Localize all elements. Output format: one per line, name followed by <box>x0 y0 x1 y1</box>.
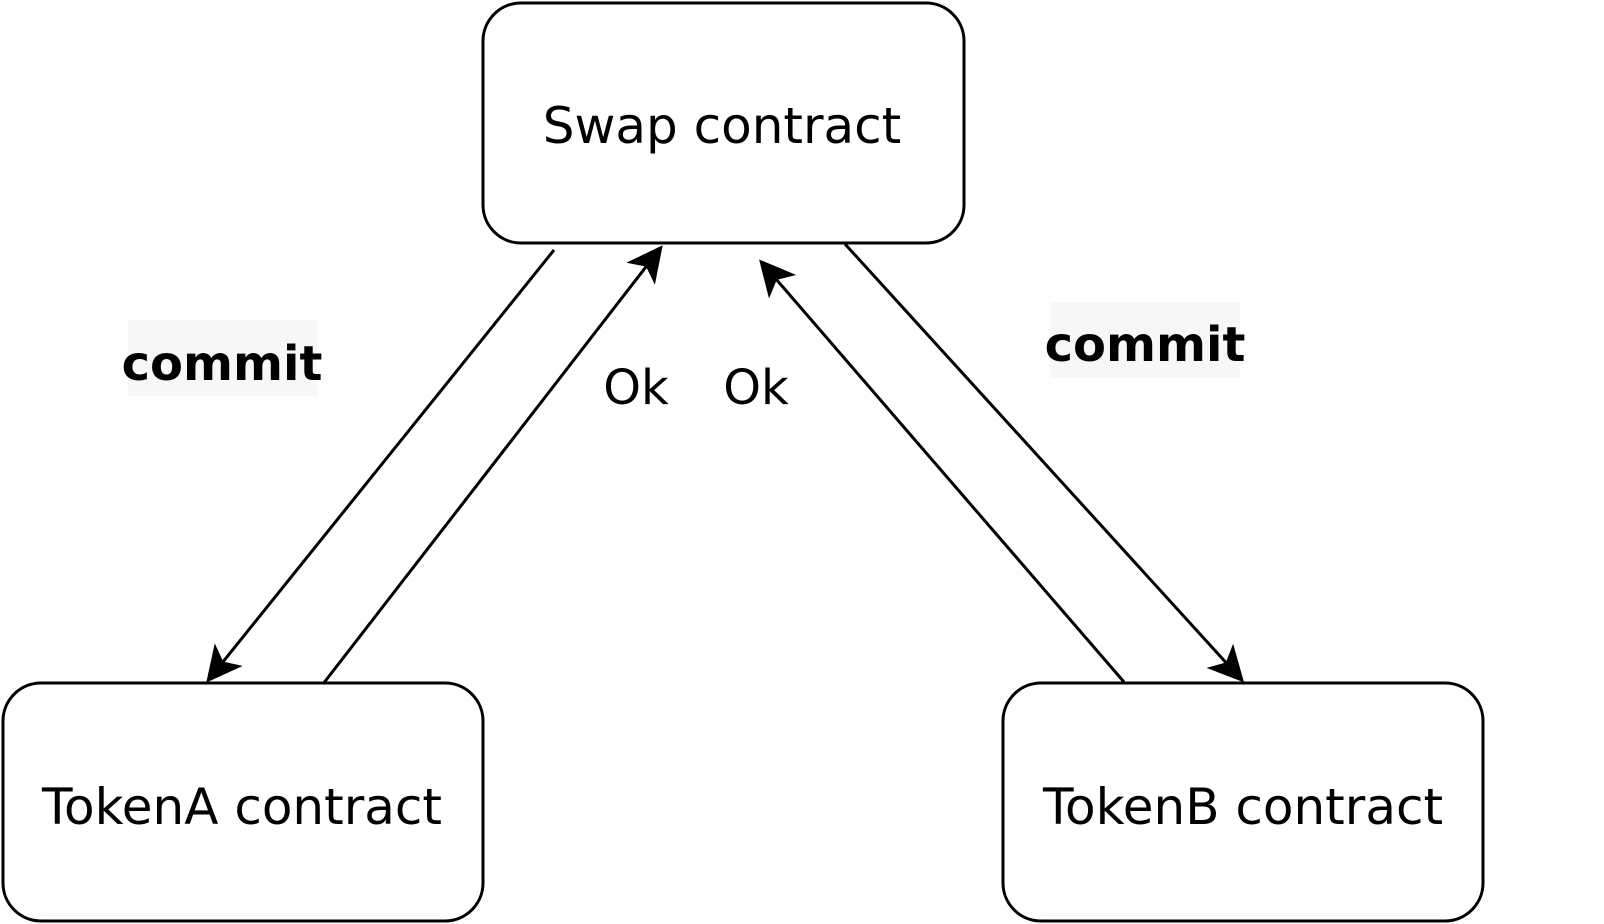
svg-text:commit: commit <box>122 336 323 392</box>
edge-label-commit-left: commit <box>122 320 323 396</box>
edge-label-commit-right: commit <box>1045 302 1246 378</box>
svg-text:Ok: Ok <box>603 360 669 416</box>
edge-label-ok-left: Ok <box>603 360 669 416</box>
svg-text:Ok: Ok <box>723 360 789 416</box>
node-swap-label: Swap contract <box>543 97 902 155</box>
node-tokena-contract[interactable]: TokenA contract <box>1 681 485 923</box>
node-tokenb-contract[interactable]: TokenB contract <box>1001 681 1485 923</box>
edge-ok-tokena-to-swap <box>321 245 663 685</box>
edge-commit-swap-to-tokenb <box>843 242 1245 683</box>
node-tokenb-label: TokenB contract <box>1042 778 1443 836</box>
edge-label-ok-right: Ok <box>723 360 789 416</box>
edge-commit-swap-to-tokena <box>206 249 556 683</box>
svg-text:commit: commit <box>1045 317 1246 373</box>
node-swap-contract[interactable]: Swap contract <box>481 1 966 245</box>
edge-ok-tokenb-to-swap <box>759 259 1126 683</box>
node-tokena-label: TokenA contract <box>41 778 442 836</box>
